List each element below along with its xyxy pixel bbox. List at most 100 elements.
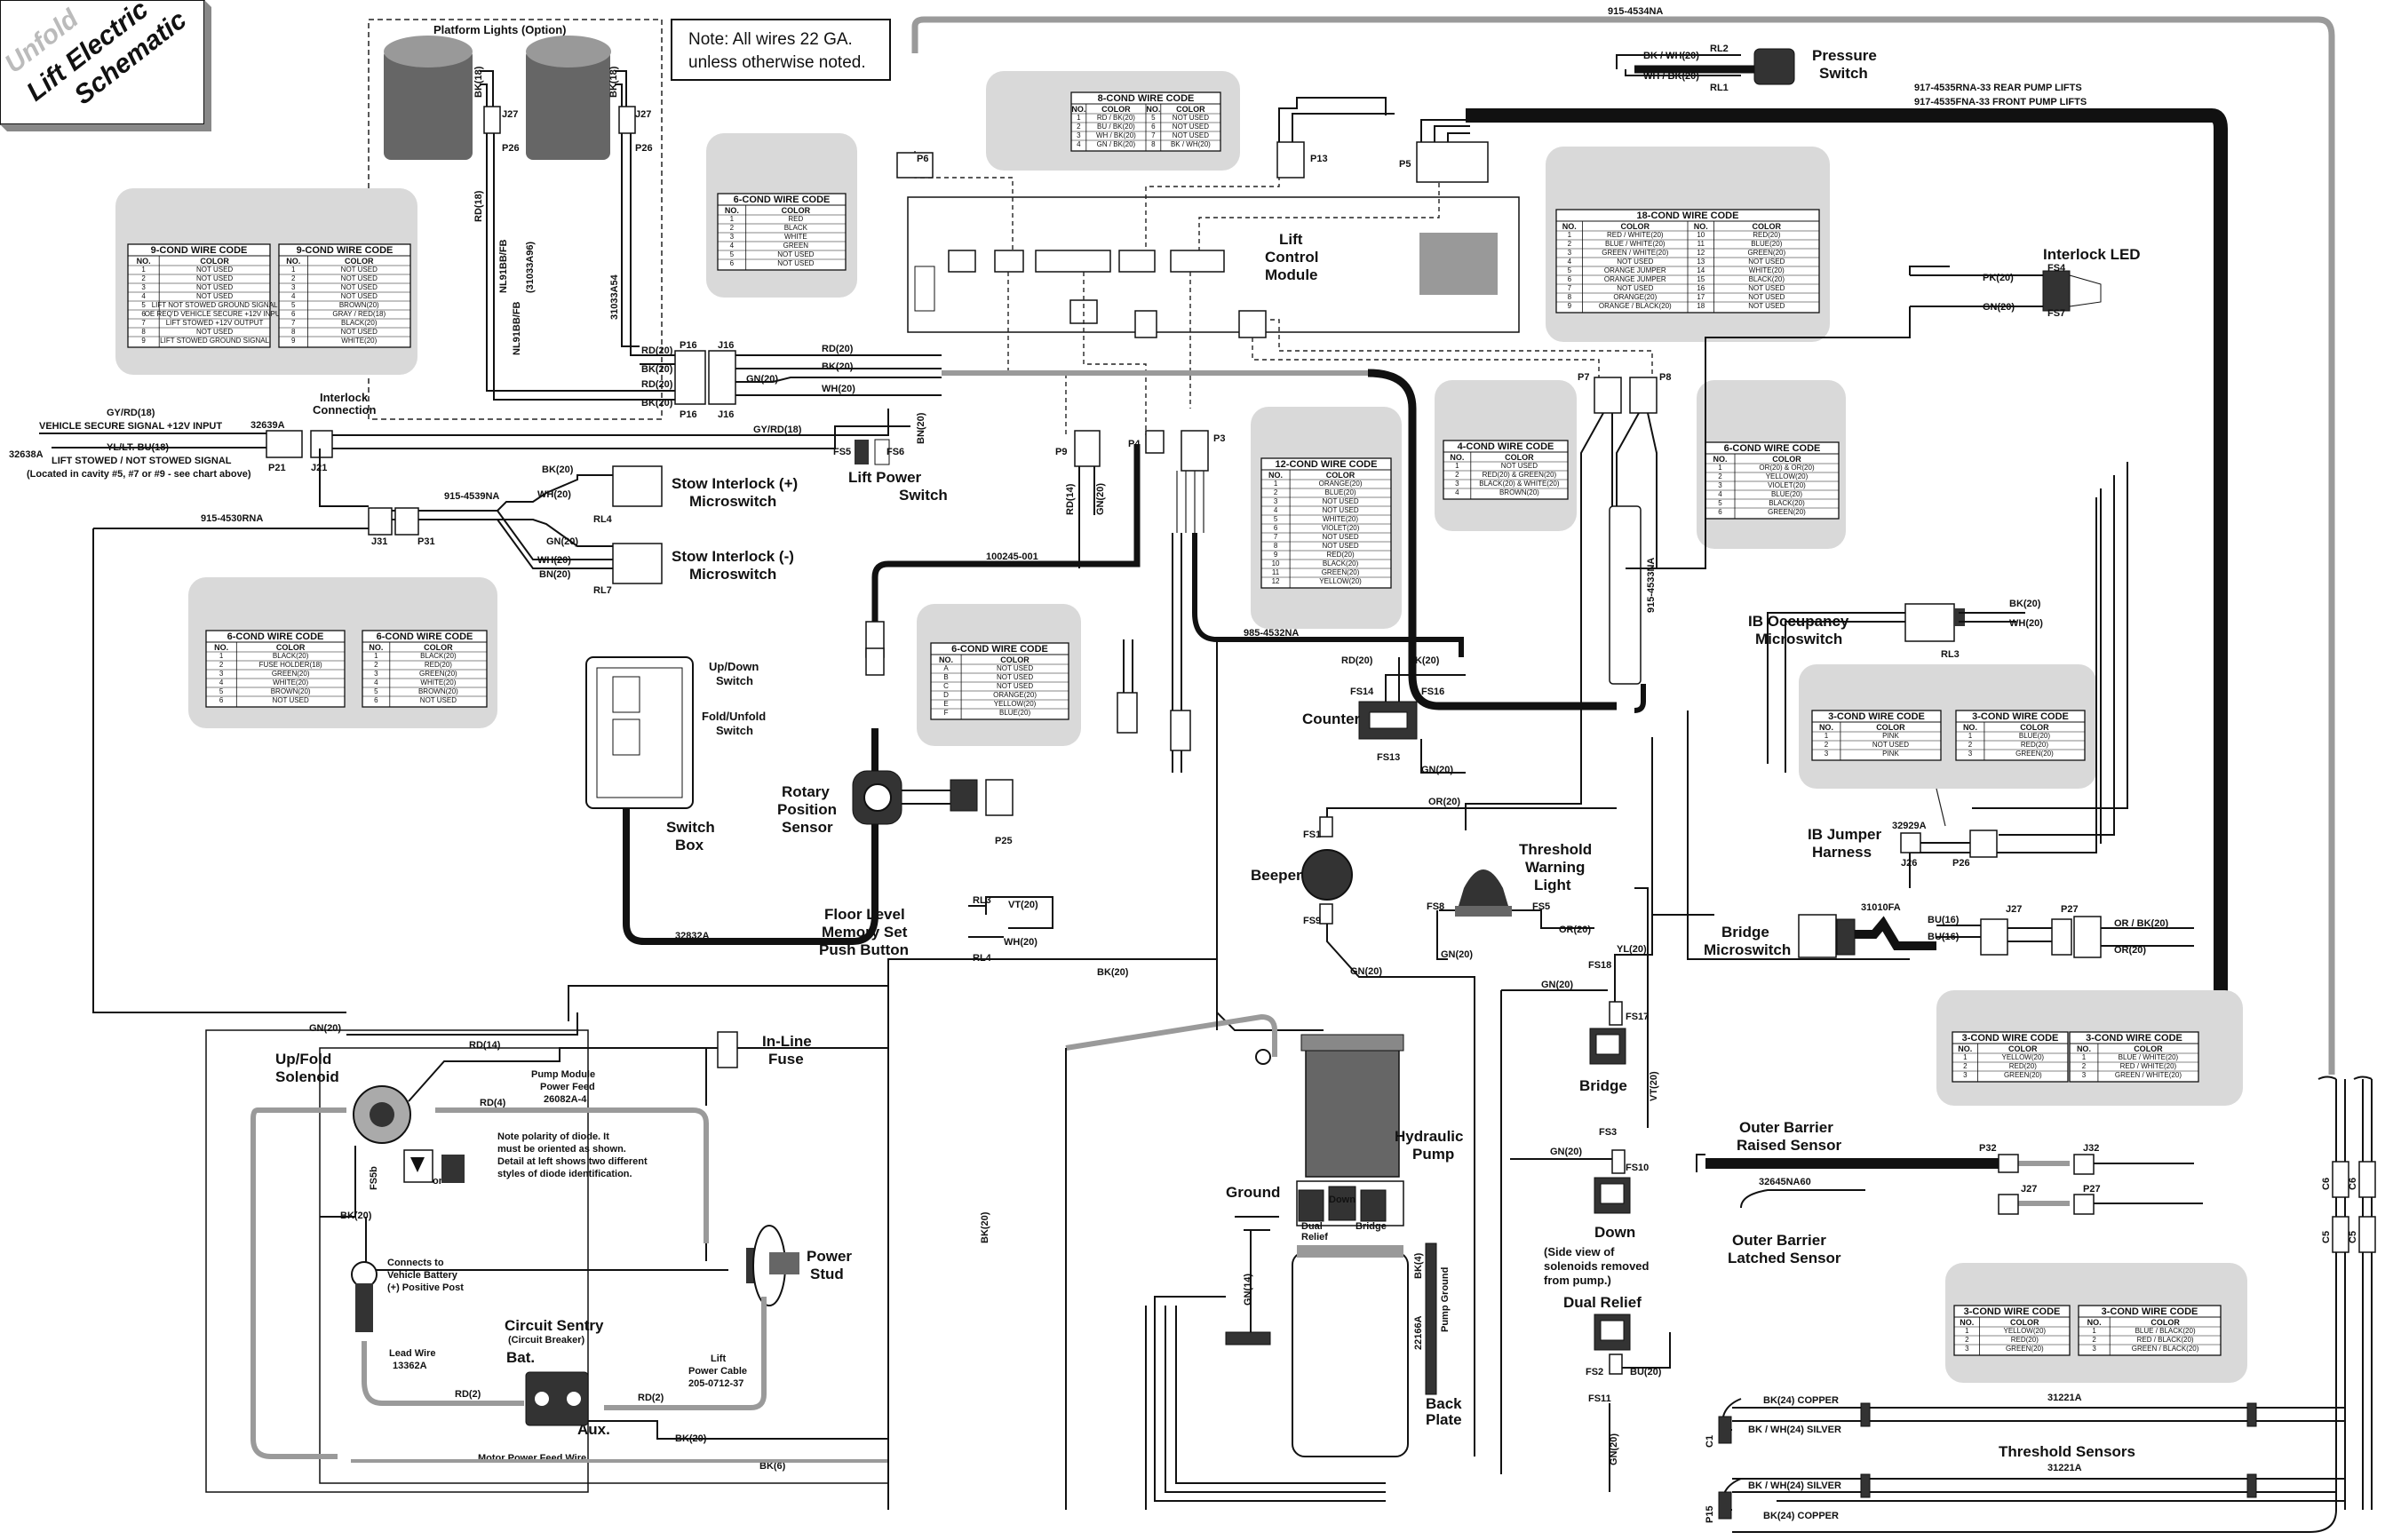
label-100245: 100245-001 — [986, 552, 1038, 562]
label-bn20-s2: BN(20) — [539, 569, 571, 580]
table-cell: GREEN(20) — [1747, 249, 1785, 257]
foldunfold-label-1: Fold/Unfold — [702, 710, 766, 723]
table-col-header: NO. — [1450, 453, 1464, 462]
label-bk18-b: BK(18) — [608, 66, 619, 98]
table-col-header: COLOR — [1000, 655, 1030, 664]
table-cell: 2 — [1568, 240, 1572, 248]
table-cell: BLACK(20) — [1769, 499, 1805, 507]
table-cell: 4 — [1568, 258, 1572, 266]
conn-c6: RL7 — [593, 585, 612, 596]
label-or-bk20: OR / BK(20) — [2114, 918, 2168, 929]
label-bk4: BK(4) — [1413, 1252, 1424, 1279]
table-cell: 2 — [2092, 1336, 2096, 1344]
table-cell: 11 — [1272, 568, 1280, 576]
table-cell: 6 — [374, 696, 378, 704]
table-cell: BU / BK(20) — [1097, 123, 1135, 131]
table-cell: 5 — [291, 301, 296, 309]
table-cell: 6 — [1274, 524, 1278, 532]
table-cell: VIOLET(20) — [1322, 524, 1360, 532]
back-plate-2: Plate — [1426, 1411, 1462, 1428]
conn-fs18: RL1 — [1710, 83, 1729, 93]
table-col-header: COLOR — [276, 643, 306, 652]
table-cell: RD / BK(20) — [1097, 114, 1135, 122]
conn-p20-a: J27 — [502, 109, 518, 120]
label-vt20-fb: VT(20) — [1008, 900, 1038, 910]
label-front-pump: 917-4535FNA-33 FRONT PUMP LIFTS — [1914, 97, 2087, 107]
table-cell: NOT USED — [341, 283, 378, 291]
table-cell: 1 — [374, 652, 378, 660]
table-col-header: NO. — [1713, 455, 1727, 464]
or-label: or — [433, 1176, 443, 1187]
label-wh20-s2: WH(20) — [537, 555, 571, 566]
floor-label-1: Floor Level — [824, 906, 905, 923]
table-title: 4-COND WIRE CODE — [1458, 441, 1554, 452]
table-cell: 2 — [1718, 472, 1722, 480]
power-stud: Power Stud — [604, 1225, 852, 1410]
p7-p8: P7 P8 915-4533NA — [1578, 372, 1671, 713]
table-cell: GRAY / RED(18) — [332, 310, 386, 318]
solenoid-label-2: Solenoid — [275, 1068, 339, 1085]
conn-p7: P7 — [1578, 372, 1589, 383]
table-cell: GREEN / WHITE(20) — [2115, 1071, 2182, 1079]
table-cell: NOT USED — [1322, 542, 1358, 550]
table-cell: YELLOW(20) — [1319, 577, 1362, 585]
label-gn20-b2: GN(20) — [1350, 966, 1382, 977]
label-gn20-dr: GN(20) — [1609, 1433, 1619, 1465]
conn-p31: P31 — [417, 536, 435, 547]
table-cell: 2 — [374, 661, 378, 669]
down-label: Down — [1594, 1224, 1635, 1241]
table-cell: NOT USED — [341, 274, 378, 282]
label-nl1: NL91BB/FB — [498, 239, 509, 293]
conn-p16-b: P16 — [680, 409, 697, 420]
table-col-header: NO. — [1562, 222, 1577, 231]
label-whbk-pressure: WH / BK(20) — [1643, 71, 1699, 82]
diode-note-4: styles of diode identification. — [497, 1169, 632, 1179]
table-cell: BK / WH(20) — [1171, 140, 1211, 148]
rotary-label-3: Sensor — [782, 819, 833, 836]
ground-label: Ground — [1226, 1184, 1280, 1201]
conn-fs5b: FS5 — [1532, 901, 1550, 912]
conn-p15-a: C6 — [2321, 1178, 2332, 1190]
label-915-4539: 915-4539NA — [444, 491, 499, 502]
label-rd14-p9: RD(14) — [1065, 483, 1076, 515]
conn-fs7: FS7 — [2047, 308, 2065, 319]
conn-p3: P3 — [1213, 433, 1225, 444]
conn-j28: J26 — [1901, 858, 1917, 869]
table-cell: 3 — [1825, 750, 1829, 758]
conn-p16-a: P16 — [680, 340, 697, 351]
table-col-header: COLOR — [1505, 453, 1534, 462]
label-31010fa: 31010FA — [1861, 902, 1901, 913]
table-cell: OR(20) & OR(20) — [1759, 464, 1815, 472]
table-cell: 15 — [1697, 275, 1705, 283]
table-cell: GREEN(20) — [272, 670, 310, 678]
table-cell: 9 — [291, 337, 296, 345]
conn-j16-a: J16 — [718, 340, 734, 351]
ib-occupancy: IB Occupancy Microswitch BK(20) WH(20) R… — [1748, 599, 2043, 660]
table-cell: FUSE HOLDER(18) — [259, 661, 322, 669]
table-cell: 7 — [1151, 131, 1156, 139]
table-cell: 4 — [1077, 140, 1081, 148]
down-note-1: (Side view of — [1544, 1245, 1615, 1258]
table-cell: 9 — [141, 337, 146, 345]
table-col-header: COLOR — [2134, 1044, 2163, 1053]
pump-dual-1: Dual — [1301, 1221, 1323, 1232]
conn-fs14: FS16 — [1421, 687, 1444, 697]
table-cell: GREEN — [783, 242, 809, 250]
table-cell: LIFT NOT STOWED GROUND SIGNAL — [152, 301, 278, 309]
table-cell: LIFT STOWED +12V OUTPUT — [166, 319, 264, 327]
table-cell: ORANGE JUMPER — [1604, 266, 1666, 274]
table-cell: 3 — [1718, 481, 1722, 489]
note-line-1: Note: All wires 22 GA. — [688, 30, 853, 49]
interlock-conn-label-2: Connection — [313, 403, 377, 417]
table-cell: 3 — [1965, 1345, 1969, 1353]
table-title: 3-COND WIRE CODE — [2086, 1033, 2182, 1044]
solenoids: Bridge FS17 FS18 YL(20) GN(20) Down (Sid… — [1500, 887, 1671, 1492]
table-cell: NOT USED — [1748, 293, 1785, 301]
table-title: 6-COND WIRE CODE — [1724, 443, 1821, 454]
table-cell: BLUE / WHITE(20) — [1605, 240, 1666, 248]
table-col-header: NO. — [2087, 1318, 2102, 1327]
